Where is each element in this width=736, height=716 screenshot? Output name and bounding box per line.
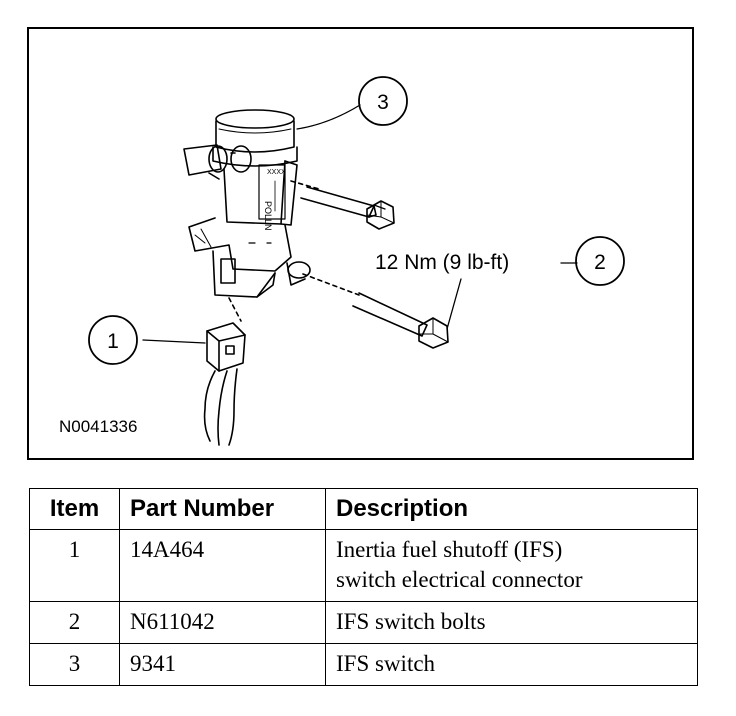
table-row: 1 14A464 Inertia fuel shutoff (IFS) swit… xyxy=(29,529,698,602)
description-line: IFS switch xyxy=(336,651,436,676)
part-number-cell: N611042 xyxy=(119,601,326,644)
callout-1: 1 xyxy=(88,315,138,365)
item-cell: 1 xyxy=(29,529,120,602)
table-header-row: Item Part Number Description xyxy=(29,488,698,530)
header-part-number: Part Number xyxy=(119,488,326,530)
description-cell: IFS switch xyxy=(325,643,698,686)
header-item: Item xyxy=(29,488,120,530)
description-line: IFS switch bolts xyxy=(336,609,486,634)
table-row: 3 9341 IFS switch xyxy=(29,643,698,686)
callout-2: 2 xyxy=(575,236,625,286)
callout-3: 3 xyxy=(358,76,408,126)
description-line: Inertia fuel shutoff (IFS) xyxy=(336,537,563,562)
bolts-illustration xyxy=(290,180,449,349)
header-description: Description xyxy=(325,488,698,530)
ifs-switch-diagram: XXXX POLLN xyxy=(59,76,625,446)
connector-illustration xyxy=(203,297,246,446)
parts-table: Item Part Number Description 1 14A464 In… xyxy=(29,488,698,686)
item-cell: 3 xyxy=(29,643,120,686)
diagram-frame: XXXX POLLN xyxy=(27,27,694,460)
svg-text:3: 3 xyxy=(377,91,389,114)
item-cell: 2 xyxy=(29,601,120,644)
table-row: 2 N611042 IFS switch bolts xyxy=(29,601,698,644)
leader-lines xyxy=(142,104,578,344)
figure-id: N0041336 xyxy=(59,417,137,436)
svg-text:2: 2 xyxy=(594,251,606,274)
torque-spec-label: 12 Nm (9 lb-ft) xyxy=(375,251,509,274)
part-number-cell: 14A464 xyxy=(119,529,326,602)
marking-brand: POLLN xyxy=(263,201,273,231)
ifs-switch-illustration: XXXX POLLN xyxy=(183,109,311,298)
part-number-cell: 9341 xyxy=(119,643,326,686)
description-line: switch electrical connector xyxy=(336,567,583,592)
marking-code: XXXX xyxy=(267,169,286,176)
svg-text:1: 1 xyxy=(107,330,119,353)
description-cell: IFS switch bolts xyxy=(325,601,698,644)
description-cell: Inertia fuel shutoff (IFS) switch electr… xyxy=(325,529,698,602)
